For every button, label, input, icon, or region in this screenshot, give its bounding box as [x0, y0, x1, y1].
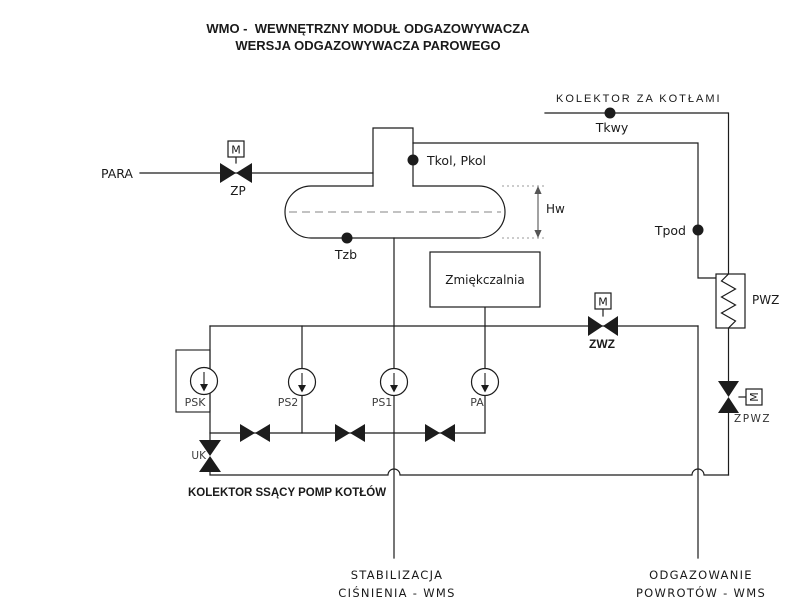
pump-ps2 — [287, 367, 317, 397]
check-valve-pair-1-icon — [240, 424, 270, 442]
outlet-right-label-line2: POWROTÓW - WMS — [636, 585, 766, 600]
sensor-dot-tpod — [692, 224, 704, 236]
sensor-dot-tzb — [341, 232, 353, 244]
motor-actuator-zpwz: M — [745, 388, 763, 406]
pwz-heat-exchanger — [715, 273, 746, 329]
valve-label-uk: UK — [191, 450, 207, 462]
deaerator-riser — [372, 127, 414, 187]
deaerator-tank — [284, 185, 506, 239]
motor-actuator-zp: M — [227, 140, 245, 158]
pump-arrow-head — [200, 384, 208, 392]
pump-label-ps2: PS2 — [278, 396, 299, 409]
dimension-arrowhead-down — [534, 230, 542, 238]
check-valve-pair-3-icon — [425, 424, 455, 442]
motor-box — [594, 292, 612, 310]
motor-label: M — [598, 296, 608, 309]
valve-label-zp: ZP — [230, 184, 245, 198]
softener-label: Zmiękczalnia — [445, 273, 524, 287]
hw-dimension — [502, 185, 546, 239]
motor-label: M — [748, 392, 761, 402]
tank-shell — [284, 185, 506, 239]
suction-collector-line — [209, 468, 730, 476]
diagram-title-line2: WERSJA ODGAZOWYWACZA PAROWEGO — [235, 38, 500, 53]
pump-label-pa: PA — [470, 396, 484, 409]
valve-label-zpwz: ZPWZ — [734, 413, 771, 425]
water-height-label: Hw — [546, 202, 565, 216]
pump-label-ps1: PS1 — [372, 396, 393, 409]
pump-ps1 — [379, 367, 409, 397]
pump-arrow-head — [298, 385, 306, 393]
valve-uk-icon — [199, 440, 221, 472]
motor-label: M — [231, 144, 241, 157]
sensor-dot-tkol-pkol — [407, 154, 419, 166]
valve-zp-icon — [220, 163, 252, 183]
pump-label-psk: PSK — [185, 396, 207, 409]
suction-collector-label: KOLEKTOR SSĄCY POMP KOTŁÓW — [188, 486, 386, 499]
pwz-box — [715, 273, 746, 329]
boiler-collector-line — [544, 112, 730, 275]
sensor-label-tkol-pkol: Tkol, Pkol — [426, 153, 486, 168]
pump-pa — [470, 367, 500, 397]
softener-box — [429, 251, 541, 308]
valve-zpwz-icon — [718, 381, 739, 413]
pwz-coil — [720, 273, 737, 329]
sensor-label-tzb: Tzb — [334, 247, 357, 262]
outlet-left-label-line1: STABILIZACJA — [351, 568, 444, 582]
outlet-left-label-line2: CIŚNIENIA - WMS — [338, 585, 455, 600]
steam-inlet-label: PARA — [101, 166, 133, 181]
sensor-dot-tkwy — [604, 107, 616, 119]
diagram-title-line1: WMO - WEWNĘTRZNY MODUŁ ODGAZOWYWACZA — [206, 21, 530, 36]
heat-exchanger-label: PWZ — [752, 293, 779, 307]
pump-arrow-head — [390, 385, 398, 393]
motor-box — [227, 140, 245, 158]
motor-actuator-zwz: M — [594, 292, 612, 310]
check-valve-pair-2-icon — [335, 424, 365, 442]
dimension-arrowhead-up — [534, 186, 542, 194]
pump-arrow-head — [481, 385, 489, 393]
sensor-label-tpod: Tpod — [654, 223, 686, 238]
pump-psk — [189, 366, 219, 396]
valve-label-zwz: ZWZ — [589, 337, 615, 351]
riser-to-right-collector-line — [412, 142, 717, 279]
motor-box — [745, 388, 763, 406]
outlet-right-label-line1: ODGAZOWANIE — [649, 568, 753, 582]
top-collector-label: KOLEKTOR ZA KOTŁAMI — [556, 93, 722, 105]
valve-zwz-icon — [588, 316, 618, 336]
sensor-label-tkwy: Tkwy — [595, 120, 629, 135]
